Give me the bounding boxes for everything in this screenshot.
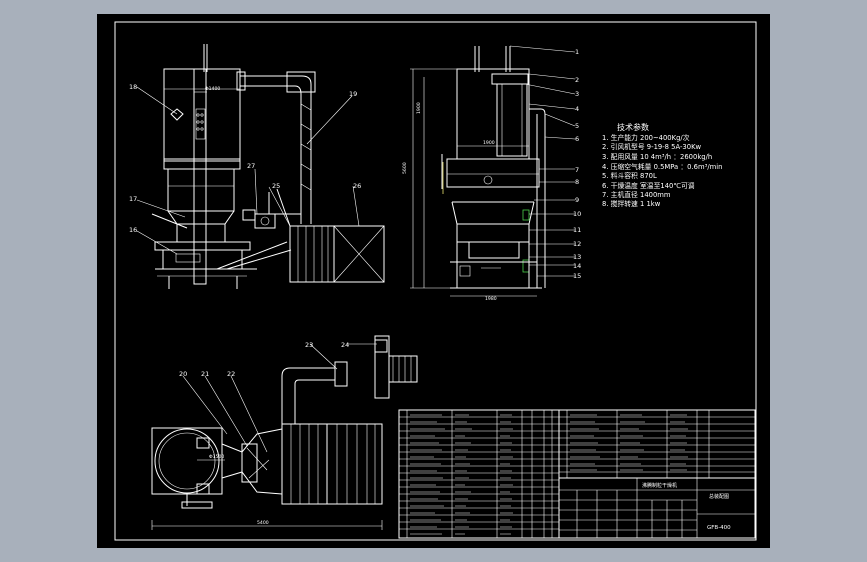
dim-side-upper: 1900 xyxy=(416,102,422,114)
front-callouts: 18 19 27 17 16 25 26 Φ1400 xyxy=(129,83,361,234)
tech-item-5: 5. 料斗容积 870L xyxy=(602,171,657,180)
callout-27: 27 xyxy=(247,162,255,170)
title-subtitle: 沸腾制粒干燥机 xyxy=(642,482,677,489)
dim-plan-diameter: Φ1500 xyxy=(209,454,224,460)
side-callouts: 1 2 3 4 5 6 7 8 9 10 11 12 13 14 15 1980… xyxy=(402,48,581,302)
callout-7: 7 xyxy=(575,166,579,174)
tech-item-7: 7. 主机直径 1400mm xyxy=(602,190,671,199)
callout-16: 16 xyxy=(129,226,137,234)
tech-item-1: 1. 生产能力 200~400Kg/次 xyxy=(602,133,690,142)
callout-10: 10 xyxy=(573,210,581,218)
callout-15: 15 xyxy=(573,272,581,280)
dim-side-inner: 1900 xyxy=(483,140,495,146)
callout-8: 8 xyxy=(575,178,579,186)
dim-front-width: Φ1400 xyxy=(205,86,220,92)
dim-side-width: 1980 xyxy=(485,296,497,302)
callout-19: 19 xyxy=(349,90,357,98)
tech-item-2: 2. 引风机型号 9-19-8 5A-30Kw xyxy=(602,142,702,151)
callout-18: 18 xyxy=(129,83,137,91)
parts-list-left xyxy=(398,409,560,539)
plan-callouts: 23 24 20 21 22 5400 Φ1500 xyxy=(179,341,349,526)
callout-17: 17 xyxy=(129,195,137,203)
title-drawing-name: GFB-400 xyxy=(707,525,731,531)
title-sheet: 总装配图 xyxy=(709,493,729,500)
front-view xyxy=(136,44,385,289)
plan-view xyxy=(151,335,418,530)
tech-item-3: 3. 配用风量 10 4m³/h ：2600kg/h xyxy=(602,153,712,161)
callout-21: 21 xyxy=(201,370,209,378)
callout-11: 11 xyxy=(573,226,581,234)
parts-list-right xyxy=(558,409,756,479)
tech-title: 技术参数 xyxy=(617,122,649,132)
inner-border xyxy=(114,21,757,541)
callout-22: 22 xyxy=(227,370,235,378)
callout-5: 5 xyxy=(575,122,579,130)
callout-26: 26 xyxy=(353,182,361,190)
callout-9: 9 xyxy=(575,196,579,204)
callout-23: 23 xyxy=(305,341,313,349)
dim-side-height: 5600 xyxy=(402,162,408,174)
callout-20: 20 xyxy=(179,370,187,378)
tech-specs: 技术参数 1. 生产能力 200~400Kg/次 2. 引风机型号 9-19-8… xyxy=(602,122,722,208)
callout-6: 6 xyxy=(575,135,579,143)
callout-14: 14 xyxy=(573,262,581,270)
callout-13: 13 xyxy=(573,253,581,261)
callout-1: 1 xyxy=(575,48,579,56)
dim-plan-length: 5400 xyxy=(257,520,269,526)
tech-item-6: 6. 干燥温度 室温至140℃可调 xyxy=(602,181,695,190)
callout-3: 3 xyxy=(575,90,579,98)
drawing-sheet: 18 19 27 17 16 25 26 Φ1400 xyxy=(97,14,770,548)
side-view xyxy=(410,45,576,297)
callout-12: 12 xyxy=(573,240,581,248)
callout-24: 24 xyxy=(341,341,349,349)
tech-item-8: 8. 搅拌转速 1 1kw xyxy=(602,199,661,208)
title-block: 沸腾制粒干燥机 总装配图 GFB-400 xyxy=(558,477,756,539)
callout-2: 2 xyxy=(575,76,579,84)
cad-drawing: 18 19 27 17 16 25 26 Φ1400 xyxy=(114,21,757,541)
callout-25: 25 xyxy=(272,182,280,190)
tech-item-4: 4. 压缩空气耗量 0.5MPa ：0.6m³/min xyxy=(602,162,722,171)
callout-4: 4 xyxy=(575,105,579,113)
